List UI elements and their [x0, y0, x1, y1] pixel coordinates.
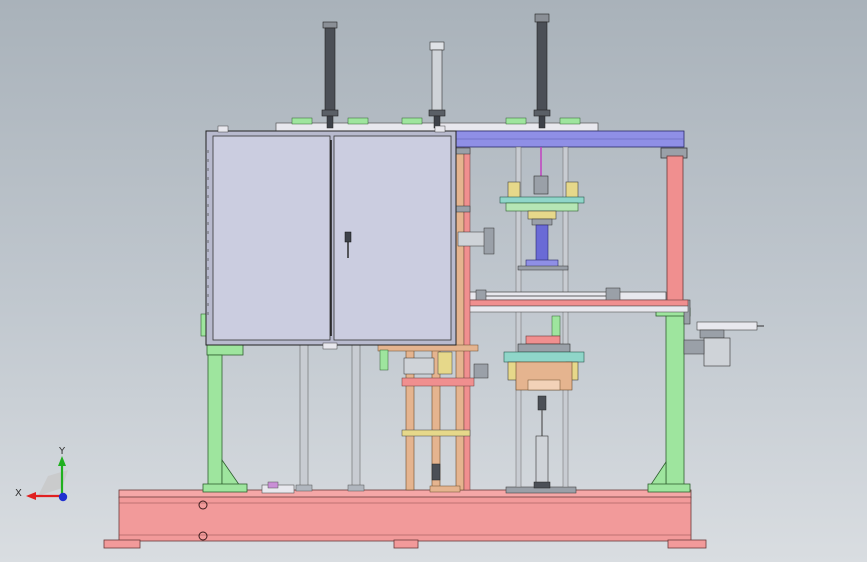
base-frame[interactable] [103, 481, 707, 549]
top-cylinder-left[interactable] [321, 21, 339, 129]
upper-press-head[interactable] [499, 175, 585, 271]
top-cylinder-middle[interactable] [428, 41, 446, 129]
lower-press-unit[interactable] [503, 315, 585, 489]
top-cylinder-right[interactable] [533, 13, 551, 129]
triad-plane-icon [38, 470, 68, 496]
center-guide-rods[interactable] [515, 146, 569, 488]
cabinet-door-handle[interactable] [344, 231, 352, 258]
copper-columns[interactable] [401, 147, 471, 493]
electrical-cabinet[interactable] [200, 125, 457, 350]
side-mechanism[interactable] [377, 227, 495, 481]
triad-y-label: Y [58, 446, 66, 457]
triad-z-axis-icon [58, 492, 68, 502]
triad-x-label: X [15, 488, 22, 499]
triad-y-arrow-icon [58, 456, 66, 466]
right-side-bracket[interactable] [683, 321, 764, 367]
triad-x-arrow-icon [26, 492, 36, 500]
